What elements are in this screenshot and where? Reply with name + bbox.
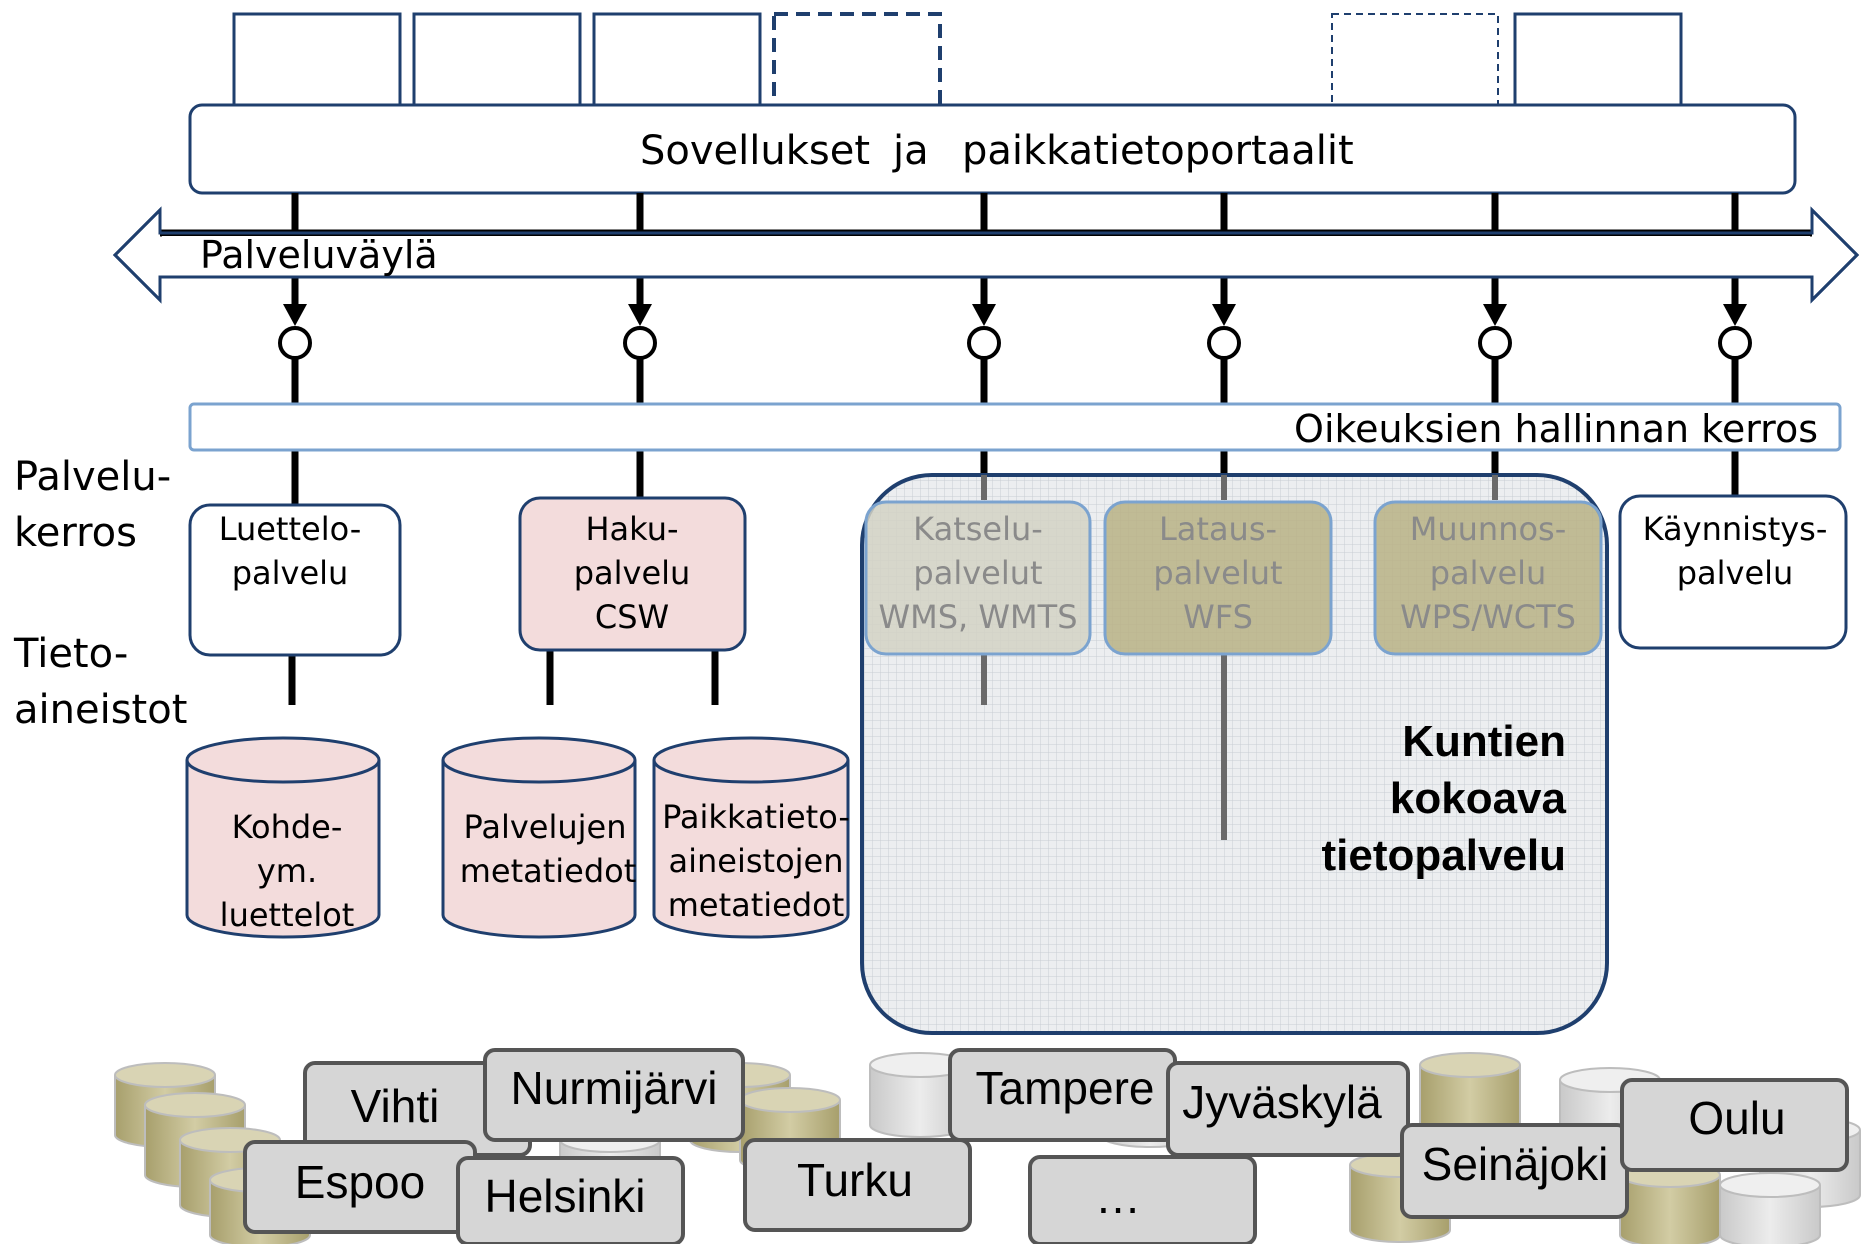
- catalog-service-line-1: Luettelo-: [219, 510, 362, 548]
- applications-label-1: Sovellukset: [640, 128, 870, 174]
- invoke-service-box: Käynnistys- palvelu: [1618, 494, 1848, 650]
- discovery-service-line-3: CSW: [595, 598, 669, 636]
- svg-text:Helsinki: Helsinki: [484, 1170, 645, 1222]
- gazetteer-line-3: luettelot: [220, 896, 355, 934]
- gazetteer-line-2: ym.: [257, 852, 317, 890]
- applications-bar: Sovellukset ja paikkatietoportaalit: [188, 103, 1797, 195]
- database-gazetteer: Kohde- ym. luettelot: [185, 736, 381, 939]
- transform-service-line-2: palvelu: [1430, 554, 1547, 592]
- database-service-metadata: Palvelujen metatiedot: [441, 736, 637, 939]
- city-ellipsis: …: [1028, 1155, 1257, 1244]
- svg-text:Nurmijärvi: Nurmijärvi: [511, 1062, 718, 1114]
- service-bus: Palveluväylä: [112, 206, 1860, 304]
- left-labels: Palvelu- kerros Tieto- aineistot: [13, 454, 187, 733]
- download-service-box: Lataus- palvelut WFS: [1103, 500, 1333, 656]
- dataset-metadata-line-1: Paikkatieto-: [662, 798, 850, 836]
- view-service-box: Katselu- palvelut WMS, WMTS: [864, 500, 1092, 656]
- invoke-service-line-2: palvelu: [1677, 554, 1794, 592]
- dataset-metadata-line-3: metatiedot: [668, 886, 845, 924]
- interface-circles: [278, 326, 1752, 360]
- discovery-service-line-2: palvelu: [574, 554, 691, 592]
- rights-layer: Oikeuksien hallinnan kerros: [188, 402, 1842, 452]
- city-espoo: Espoo: [243, 1140, 477, 1234]
- transform-service-line-3: WPS/WCTS: [1400, 598, 1576, 636]
- view-service-line-2: palvelut: [913, 554, 1042, 592]
- municipal-service-panel: Katselu- palvelut WMS, WMTS Lataus- palv…: [860, 473, 1609, 1035]
- transform-service-line-1: Muunnos-: [1410, 510, 1567, 548]
- service-metadata-line-2: metatiedot: [460, 852, 637, 890]
- city-tampere: Tampere: [948, 1048, 1177, 1142]
- svg-text:Jyväskylä: Jyväskylä: [1182, 1076, 1382, 1128]
- discovery-service-line-1: Haku-: [585, 510, 678, 548]
- svg-text:Vihti: Vihti: [351, 1080, 440, 1132]
- applications-label-3: paikkatietoportaalit: [962, 128, 1354, 174]
- view-service-line-1: Katselu-: [913, 510, 1043, 548]
- catalog-service-line-2: palvelu: [232, 554, 349, 592]
- catalog-service-box: Luettelo- palvelu: [188, 503, 402, 657]
- dataset-metadata-line-2: aineistojen: [668, 842, 843, 880]
- service-layer-label-2: kerros: [14, 510, 137, 556]
- city-seinajoki: Seinäjoki: [1400, 1123, 1629, 1219]
- database-dataset-metadata: Paikkatieto- aineistojen metatiedot: [652, 736, 850, 939]
- svg-text:Seinäjoki: Seinäjoki: [1422, 1138, 1609, 1190]
- svg-text:Oulu: Oulu: [1688, 1092, 1785, 1144]
- rights-layer-label: Oikeuksien hallinnan kerros: [1294, 407, 1818, 451]
- gazetteer-line-1: Kohde-: [232, 808, 343, 846]
- service-bus-label: Palveluväylä: [200, 233, 438, 277]
- municipal-service-line-3: tietopalvelu: [1322, 831, 1567, 880]
- svg-text:Espoo: Espoo: [295, 1156, 425, 1208]
- data-label-2: aineistot: [14, 687, 187, 733]
- data-label-1: Tieto-: [13, 631, 128, 677]
- municipal-service-line-1: Kuntien: [1402, 717, 1566, 766]
- svg-text:Turku: Turku: [797, 1154, 913, 1206]
- view-service-line-3: WMS, WMTS: [878, 598, 1077, 636]
- application-box: [232, 12, 402, 122]
- arrowheads: [283, 304, 1747, 326]
- city-labels: Vihti Espoo Nurmijärvi Helsinki Turku Ta…: [243, 1048, 1849, 1244]
- service-metadata-line-1: Palvelujen: [463, 808, 626, 846]
- discovery-service-box: Haku- palvelu CSW: [518, 496, 747, 652]
- transform-service-box: Muunnos- palvelu WPS/WCTS: [1373, 500, 1603, 656]
- svg-text:…: …: [1095, 1171, 1141, 1223]
- application-boxes: [232, 12, 1683, 122]
- download-service-line-3: WFS: [1183, 598, 1253, 636]
- download-service-line-1: Lataus-: [1159, 510, 1277, 548]
- city-vihti: Vihti: [303, 1061, 532, 1157]
- city-turku: Turku: [743, 1138, 972, 1232]
- application-box: [412, 12, 582, 122]
- city-nurmijarvi: Nurmijärvi: [483, 1048, 745, 1142]
- city-helsinki: Helsinki: [456, 1156, 685, 1244]
- city-oulu: Oulu: [1620, 1078, 1849, 1172]
- municipal-service-line-2: kokoava: [1390, 774, 1567, 823]
- download-service-line-2: palvelut: [1153, 554, 1282, 592]
- service-layer-label-1: Palvelu-: [14, 454, 171, 500]
- city-jyvaskyla: Jyväskylä: [1166, 1061, 1410, 1157]
- invoke-service-line-1: Käynnistys-: [1643, 510, 1828, 548]
- applications-label-2: ja: [892, 128, 929, 174]
- svg-text:Tampere: Tampere: [976, 1062, 1155, 1114]
